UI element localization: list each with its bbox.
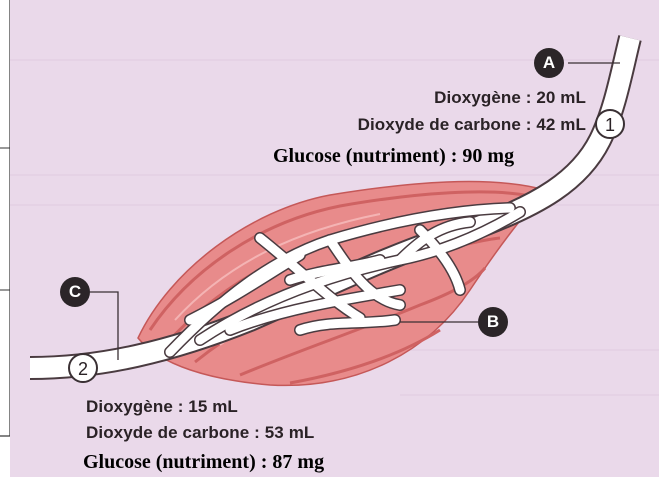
entry-oxygen-label: Dioxygène : 20 mL	[434, 88, 586, 108]
marker-a: A	[534, 48, 564, 78]
entry-co2-label: Dioxyde de carbone : 42 mL	[358, 115, 586, 135]
marker-b: B	[478, 307, 508, 337]
exit-oxygen-label: Dioxygène : 15 mL	[86, 397, 238, 417]
marker-c: C	[60, 277, 90, 307]
exit-co2-label: Dioxyde de carbone : 53 mL	[86, 423, 314, 443]
point-1: 1	[595, 109, 625, 139]
point-2: 2	[68, 353, 98, 383]
entry-glucose-label: Glucose (nutriment) : 90 mg	[273, 145, 514, 168]
exit-glucose-label: Glucose (nutriment) : 87 mg	[83, 451, 324, 474]
